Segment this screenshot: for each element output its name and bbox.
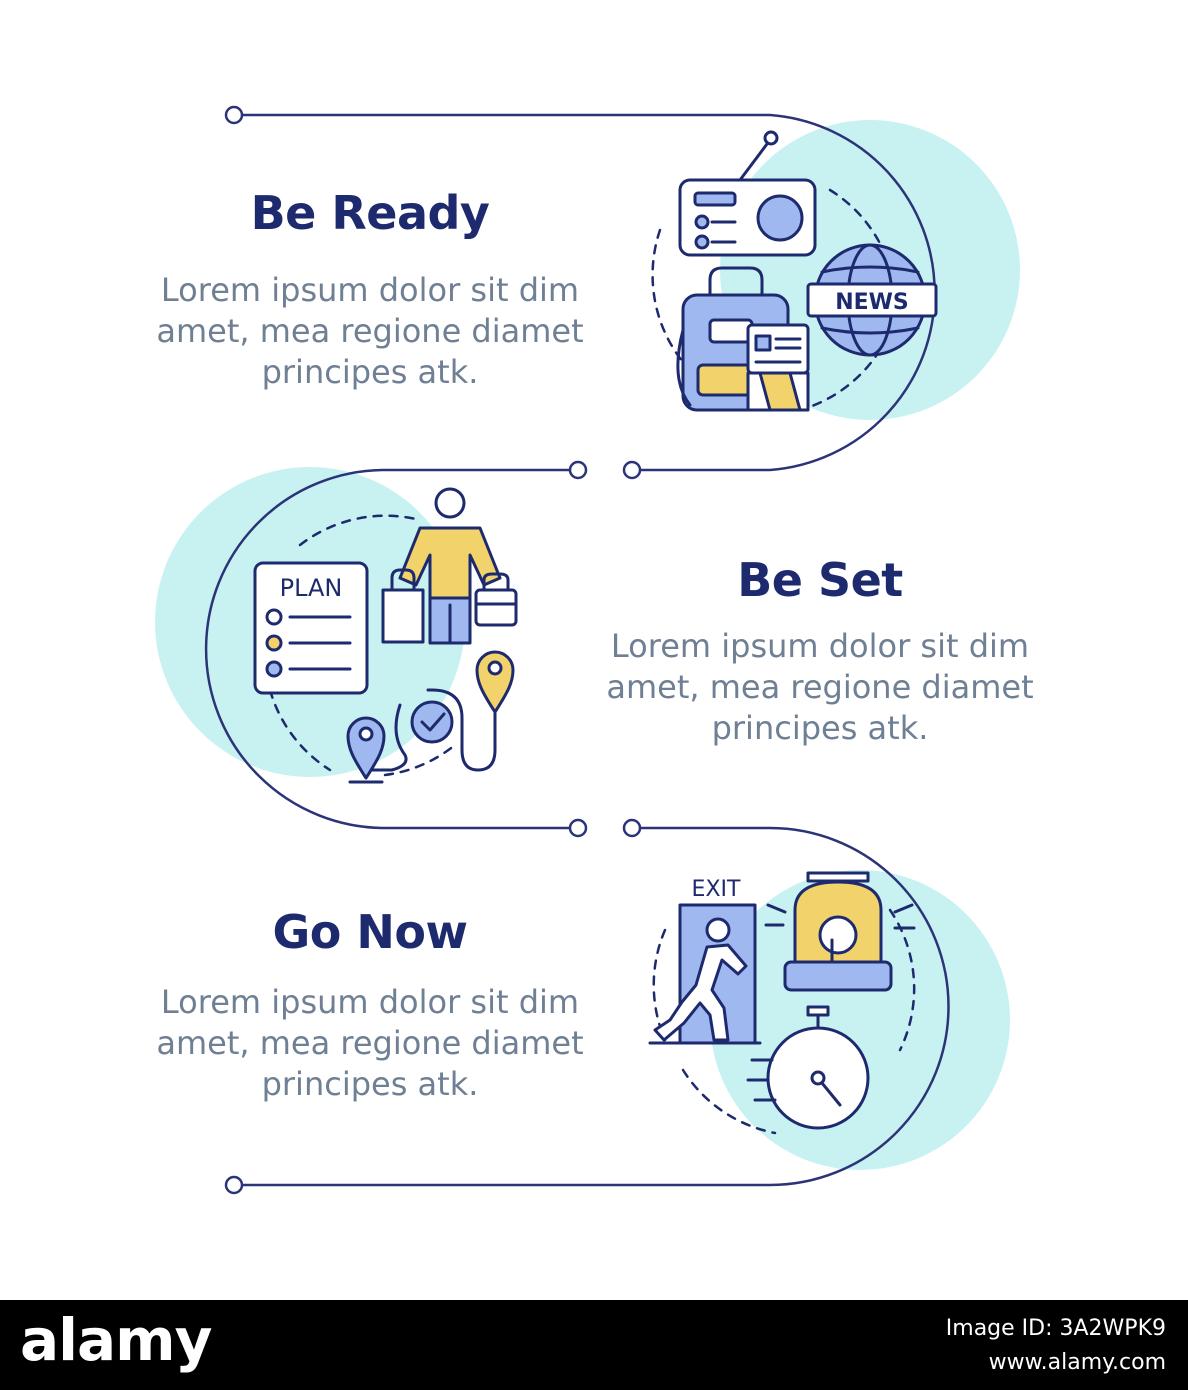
brand-logo: alamy <box>20 1306 212 1374</box>
route-map-icon <box>346 650 515 784</box>
image-id-label: Image ID: 3A2WPK9 <box>945 1316 1166 1341</box>
step-description-go-now: Lorem ipsum dolor sit dim amet, mea regi… <box>156 983 584 1103</box>
news-label: NEWS <box>835 290 909 315</box>
person-with-bags-icon <box>381 487 518 645</box>
node-step2-start <box>568 460 588 480</box>
running-person-icon <box>653 917 748 1042</box>
connector-nodes <box>224 105 642 1195</box>
site-url: www.alamy.com <box>988 1350 1166 1375</box>
id-card-icon <box>746 323 810 412</box>
stopwatch-icon <box>746 1005 870 1130</box>
node-start <box>224 105 244 125</box>
location-pin-yellow <box>475 650 515 714</box>
watermark-footer: alamy Image ID: 3A2WPK9 www.alamy.com <box>0 1300 1188 1390</box>
node-step2-end <box>568 818 588 838</box>
news-globe-icon: NEWS <box>806 243 938 357</box>
infographic-canvas: NEWS PLAN <box>155 105 1020 1195</box>
checkmark-icon <box>410 700 454 744</box>
step2-dashed-ring <box>268 514 457 777</box>
step1-icon-group: NEWS <box>651 130 938 412</box>
node-step1-end <box>622 460 642 480</box>
step2-icon-group: PLAN <box>253 487 518 784</box>
node-end <box>224 1175 244 1195</box>
location-pin-blue <box>346 716 386 780</box>
alarm-siren-icon <box>764 871 916 992</box>
node-step3-start <box>622 818 642 838</box>
step-title-be-ready: Be Ready <box>250 186 490 240</box>
step-title-be-set: Be Set <box>737 553 903 607</box>
step-description-be-ready: Lorem ipsum dolor sit dim amet, mea regi… <box>156 271 584 391</box>
plan-list-icon: PLAN <box>253 561 369 695</box>
plan-label: PLAN <box>280 574 343 602</box>
step-title-go-now: Go Now <box>272 905 468 959</box>
step3-icon-group: EXIT <box>648 871 916 1135</box>
step-description-be-set: Lorem ipsum dolor sit dim amet, mea regi… <box>606 627 1034 747</box>
exit-label: EXIT <box>692 877 741 902</box>
radio-icon <box>678 130 817 257</box>
